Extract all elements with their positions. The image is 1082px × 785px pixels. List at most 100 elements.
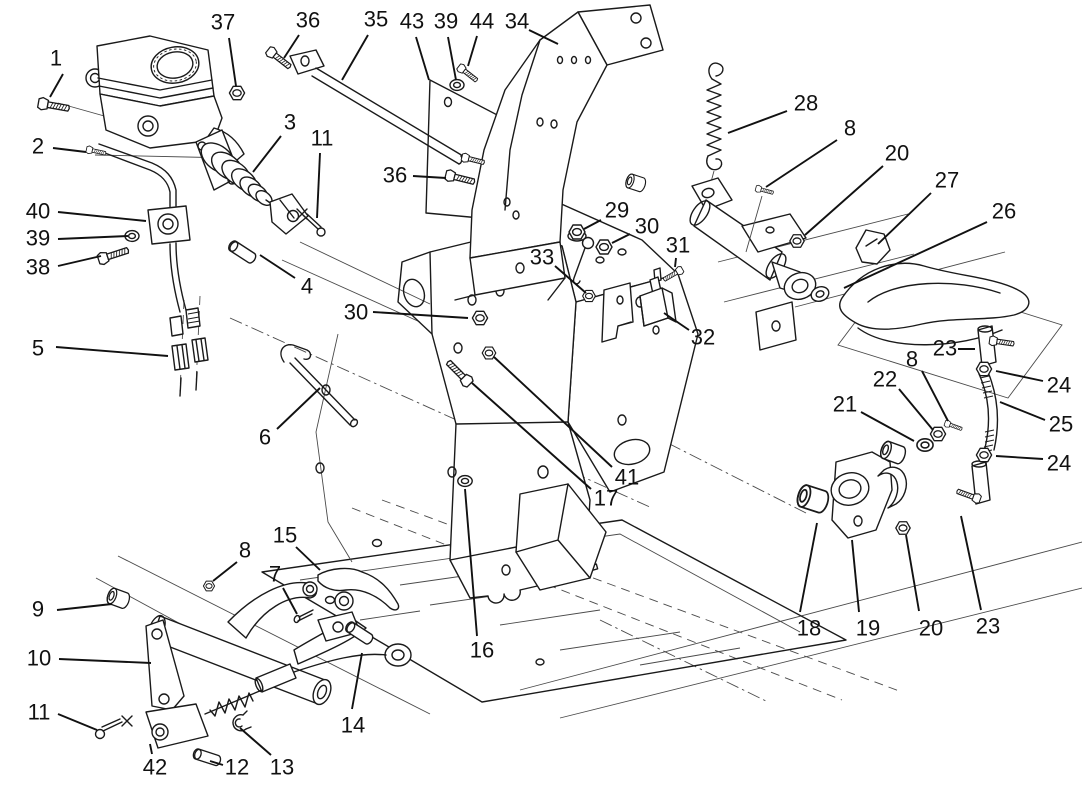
leader-line-15-31: [295, 546, 321, 571]
master-cylinder: [85, 35, 309, 235]
pivot-bracket-assembly: [794, 437, 934, 539]
callout-31-22: 31: [666, 233, 690, 258]
nut-41: [481, 346, 497, 360]
leader-line-19-42: [851, 539, 860, 613]
leader-line-39-6: [447, 36, 457, 81]
leader-line-29-20: [583, 219, 602, 230]
callout-36-3: 36: [296, 8, 320, 33]
leader-line-26-13: [843, 221, 988, 289]
washer-21: [916, 437, 934, 453]
leader-line-25-50: [999, 401, 1046, 421]
push-rod-35: [289, 49, 464, 165]
leader-line-1-0: [49, 73, 64, 98]
boot-bellows-3: [200, 142, 273, 206]
leader-line-17-29: [471, 382, 592, 490]
callout-28-9: 28: [794, 91, 818, 116]
leader-line-40-16: [57, 211, 147, 222]
leader-line-11-36: [57, 713, 98, 731]
callout-8-32: 8: [239, 538, 251, 563]
callout-24-51: 24: [1047, 451, 1071, 476]
foot-pocket: [515, 483, 607, 591]
callout-43-5: 43: [400, 9, 424, 34]
cable-42: [145, 653, 387, 749]
line-fittings-5: [169, 307, 209, 397]
leader-line-8-10: [765, 139, 838, 188]
threaded-rod-25: [978, 371, 999, 451]
leader-line-37-2: [228, 37, 237, 87]
callout-11-15: 11: [311, 126, 334, 151]
leader-line-3-14: [252, 135, 282, 173]
callout-13-39: 13: [270, 755, 294, 780]
leader-line-16-30: [464, 488, 478, 637]
roller: [384, 643, 412, 667]
callout-5-25: 5: [32, 336, 44, 361]
callout-6-27: 6: [259, 425, 271, 450]
callout-41-28: 41: [615, 465, 639, 490]
support-bracket-34: [454, 4, 664, 301]
leader-line-42-37: [149, 743, 153, 755]
bushing-18: [794, 482, 832, 516]
callout-10-35: 10: [27, 646, 51, 671]
leader-line-28-9: [727, 110, 788, 134]
leader-line-12-38: [209, 760, 224, 766]
callout-12-38: 12: [225, 755, 249, 780]
callout-42-37: 42: [143, 755, 167, 780]
leader-line-44-7: [467, 35, 478, 67]
callout-44-7: 44: [470, 9, 494, 34]
cotter-pin-11-lower: [94, 715, 133, 740]
callout-1-0: 1: [50, 46, 62, 71]
callout-33-23: 33: [530, 245, 554, 270]
pushrod-clevis: [269, 193, 309, 235]
leader-line-31-22: [674, 257, 677, 268]
nut-37: [228, 85, 246, 101]
callout-35-4: 35: [364, 7, 388, 32]
rod-6: [280, 344, 359, 428]
leader-line-18-41: [799, 522, 818, 613]
callout-39-6: 39: [434, 9, 458, 34]
callout-38-18: 38: [26, 255, 50, 280]
nut-20-upper: [789, 234, 805, 248]
hardware: [36, 44, 993, 768]
leader-line-24-49: [995, 370, 1044, 382]
return-spring-28: [704, 62, 724, 205]
shaft-bushing: [623, 172, 648, 194]
callout-2-1: 2: [32, 134, 44, 159]
nut-30-frame: [471, 310, 489, 326]
leader-line-36-3: [283, 34, 300, 59]
leader-line-30-26: [372, 311, 469, 319]
brake-line-and-fittings: [96, 143, 209, 397]
latch-27: [855, 229, 891, 265]
screw-1: [36, 96, 71, 116]
leader-line-36-52: [412, 175, 447, 179]
nut-8-lower: [202, 580, 216, 592]
leader-line-43-5: [415, 36, 430, 81]
leader-line-4-19: [259, 254, 296, 279]
leader-line-33-23: [554, 265, 587, 294]
callout-21-45: 21: [833, 392, 857, 417]
flange-nut-29: [568, 224, 586, 240]
leader-line-7-33: [282, 587, 298, 615]
block-40: [147, 205, 191, 245]
callout-36-52: 36: [383, 163, 407, 188]
leader-line-5-25: [55, 346, 169, 357]
leader-line-27-12: [877, 192, 932, 245]
bolt-38: [96, 243, 131, 267]
leader-line-21-45: [860, 411, 915, 442]
pedal-shaft-assembly: [689, 177, 1063, 399]
callout-25-50: 25: [1049, 412, 1073, 437]
e-clip-13: [232, 710, 252, 732]
callout-40-16: 40: [26, 199, 50, 224]
bolt-8-upper: [754, 184, 775, 197]
leader-line-23-44: [960, 515, 982, 611]
leader-line-35-4: [341, 34, 369, 81]
leader-line-32-24: [663, 312, 690, 331]
pin-7: [293, 609, 314, 624]
nut-24-upper: [975, 361, 993, 377]
cotter-pin-11-upper: [296, 208, 326, 237]
lower-linkage: [94, 567, 412, 749]
callout-23-44: 23: [976, 614, 1000, 639]
callout-17-29: 17: [594, 486, 618, 511]
leader-line-22-46: [898, 388, 934, 431]
